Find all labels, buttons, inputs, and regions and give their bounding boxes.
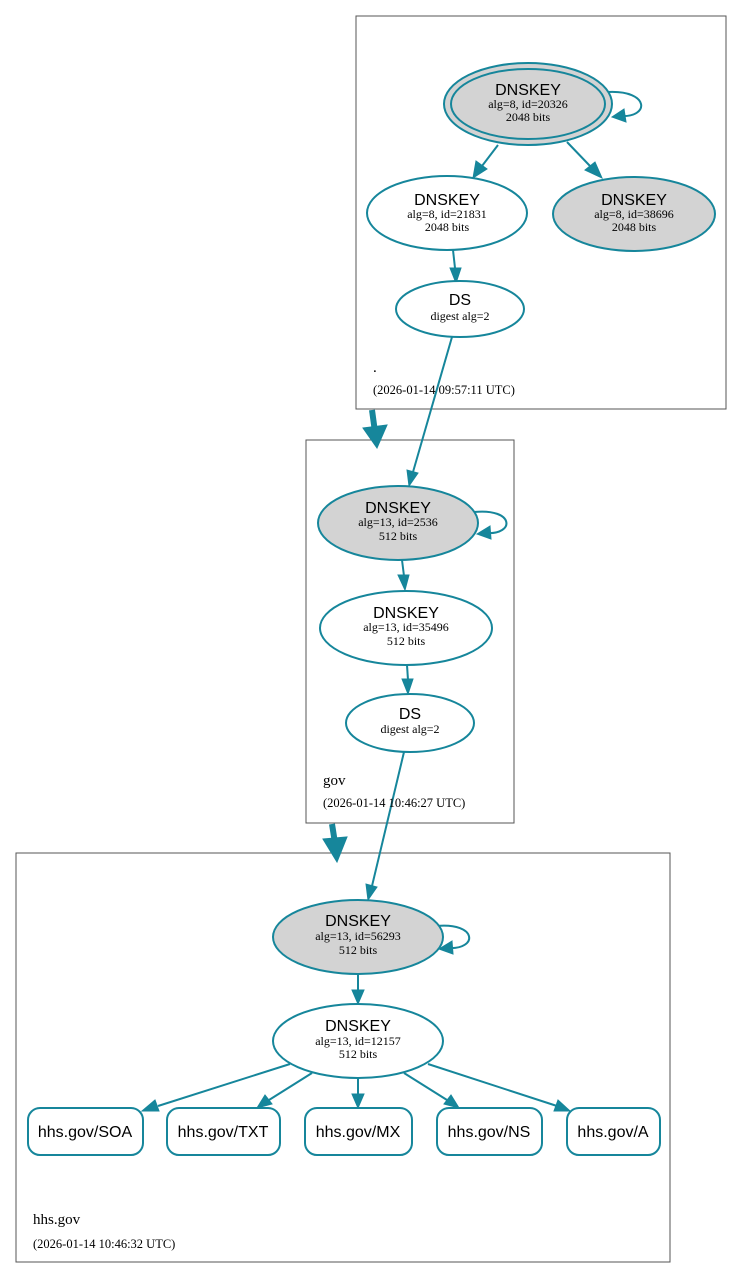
edge-root-ksk-to-ksk2 <box>566 141 603 180</box>
node-detail: alg=8, id=38696 <box>594 207 674 221</box>
node-size: 2048 bits <box>425 220 470 234</box>
node-size: 2048 bits <box>506 110 551 124</box>
node-gov-ksk[interactable]: DNSKEY alg=13, id=2536 512 bits <box>317 485 479 561</box>
node-hhs-zsk[interactable]: DNSKEY alg=13, id=12157 512 bits <box>272 1003 444 1079</box>
node-size: 512 bits <box>339 943 378 957</box>
zone-root-name: . <box>373 360 377 376</box>
node-gov-zsk[interactable]: DNSKEY alg=13, id=35496 512 bits <box>319 590 493 666</box>
node-title: DNSKEY <box>495 82 561 99</box>
zone-hhs-box <box>15 852 671 1263</box>
node-hhs-ksk[interactable]: DNSKEY alg=13, id=56293 512 bits <box>272 899 444 975</box>
node-detail: digest alg=2 <box>430 309 489 323</box>
node-size: 2048 bits <box>612 220 657 234</box>
zone-root-timestamp: (2026-01-14 09:57:11 UTC) <box>373 383 515 397</box>
edge-root-zsk-to-ds <box>449 249 462 285</box>
node-title: DNSKEY <box>414 192 480 209</box>
edge-zsk-to-ns <box>403 1072 461 1109</box>
node-title: DNSKEY <box>365 500 431 517</box>
edge-gov-ksk-self <box>473 510 508 540</box>
edge-zsk-to-mx <box>351 1078 365 1110</box>
node-detail: alg=13, id=12157 <box>315 1034 401 1048</box>
edge-root-ksk-to-zsk <box>472 144 499 180</box>
rrset-label: hhs.gov/A <box>577 1124 648 1141</box>
edge-root-ds-to-gov-ksk <box>406 336 453 488</box>
node-title: DNSKEY <box>325 1018 391 1035</box>
rrset-soa[interactable]: hhs.gov/SOA <box>27 1107 144 1156</box>
node-detail: alg=13, id=35496 <box>363 620 449 634</box>
zone-gov-name: gov <box>323 773 346 789</box>
zone-gov-box <box>305 439 515 824</box>
edge-gov-zsk-to-ds <box>401 664 414 696</box>
zone-hhs-name: hhs.gov <box>33 1212 81 1228</box>
node-root-zsk[interactable]: DNSKEY alg=8, id=21831 2048 bits <box>366 175 528 251</box>
node-size: 512 bits <box>339 1047 378 1061</box>
node-title: DNSKEY <box>601 192 667 209</box>
node-detail: digest alg=2 <box>380 722 439 736</box>
zone-gov-timestamp: (2026-01-14 10:46:27 UTC) <box>323 796 465 810</box>
node-detail: alg=13, id=56293 <box>315 929 401 943</box>
edge-zsk-to-txt <box>255 1072 313 1109</box>
node-size: 512 bits <box>379 529 418 543</box>
rrset-label: hhs.gov/NS <box>448 1124 531 1141</box>
delegation-arrow-gov-hhs <box>322 823 348 864</box>
node-title: DS <box>399 706 421 723</box>
edge-hhs-ksk-to-zsk <box>351 974 365 1006</box>
edge-gov-ds-to-hhs-ksk <box>365 751 405 902</box>
edge-gov-ksk-to-zsk <box>397 559 410 592</box>
node-detail: alg=8, id=21831 <box>407 207 487 221</box>
node-gov-ds[interactable]: DS digest alg=2 <box>345 693 475 753</box>
node-root-ksk[interactable]: DNSKEY alg=8, id=20326 2048 bits <box>443 62 613 146</box>
rrset-label: hhs.gov/SOA <box>38 1124 133 1141</box>
rrset-label: hhs.gov/MX <box>316 1124 401 1141</box>
node-title: DNSKEY <box>325 913 391 930</box>
node-root-ds[interactable]: DS digest alg=2 <box>395 280 525 338</box>
delegation-arrow-root-gov <box>362 409 388 450</box>
zone-hhs-timestamp: (2026-01-14 10:46:32 UTC) <box>33 1237 175 1251</box>
rrset-label: hhs.gov/TXT <box>178 1124 269 1141</box>
node-size: 512 bits <box>387 634 426 648</box>
edge-zsk-to-a <box>427 1063 572 1112</box>
node-title: DNSKEY <box>373 605 439 622</box>
rrset-a[interactable]: hhs.gov/A <box>566 1107 661 1156</box>
edge-zsk-to-soa <box>140 1063 291 1112</box>
node-detail: alg=8, id=20326 <box>488 97 568 111</box>
node-root-ksk2[interactable]: DNSKEY alg=8, id=38696 2048 bits <box>552 176 716 252</box>
node-title: DS <box>449 292 471 309</box>
rrset-mx[interactable]: hhs.gov/MX <box>304 1107 413 1156</box>
rrset-ns[interactable]: hhs.gov/NS <box>436 1107 543 1156</box>
edge-hhs-ksk-self <box>435 924 471 955</box>
rrset-txt[interactable]: hhs.gov/TXT <box>166 1107 281 1156</box>
zone-root-box <box>355 15 727 410</box>
node-detail: alg=13, id=2536 <box>358 515 438 529</box>
edge-root-ksk-self <box>607 90 643 123</box>
